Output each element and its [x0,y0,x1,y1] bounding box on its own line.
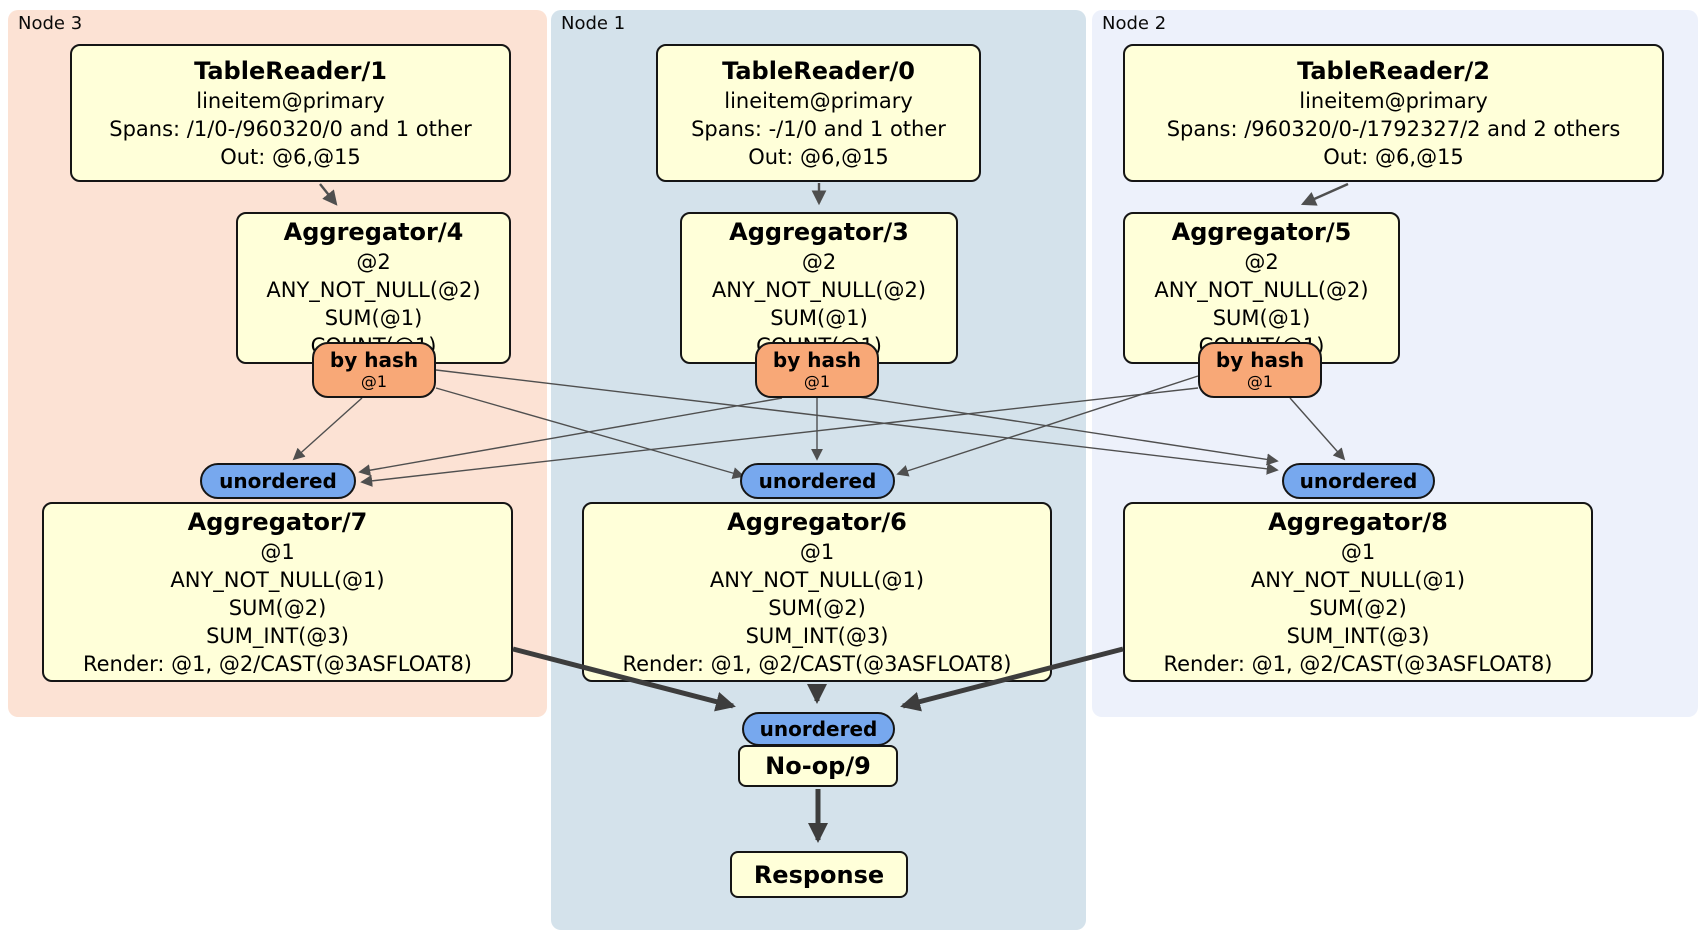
processor-aggregator-6: Aggregator/6 @1 ANY_NOT_NULL(@1) SUM(@2)… [582,502,1052,682]
processor-detail: lineitem@primary [1299,88,1488,113]
processor-title: TableReader/1 [194,56,387,85]
processor-detail: lineitem@primary [196,88,385,113]
edge-tr1-to-agg4 [319,183,338,206]
processor-title: TableReader/2 [1297,56,1490,85]
processor-tablereader-1: TableReader/1 lineitem@primary Spans: /1… [70,44,511,182]
edge-byhash3-to-unordered-left [292,397,363,461]
processor-detail: @2 [1244,249,1279,274]
processor-detail: Render: @1, @2/CAST(@3ASFLOAT8) [622,651,1012,676]
processor-title: Aggregator/7 [187,507,368,536]
edge-byhash2-to-unordered-left [360,387,1199,487]
processor-tablereader-0: TableReader/0 lineitem@primary Spans: -/… [656,44,981,182]
edge-byhash2-to-unordered-center [896,375,1199,477]
edge-agg7-to-final-unordered [512,646,736,712]
processor-detail: ANY_NOT_NULL(@1) [709,567,925,592]
router-by-hash-node1: by hash @1 [755,342,879,398]
processor-aggregator-3: Aggregator/3 @2 ANY_NOT_NULL(@2) SUM(@1)… [680,212,958,364]
processor-title: Response [753,860,885,889]
processor-detail: Spans: /960320/0-/1792327/2 and 2 others [1166,116,1621,141]
processor-title: Aggregator/5 [1171,217,1352,246]
processor-detail: Spans: -/1/0 and 1 other [691,116,946,141]
edge-agg8-to-final-unordered [900,646,1124,712]
sync-unordered-right: unordered [1282,463,1435,499]
processor-aggregator-7: Aggregator/7 @1 ANY_NOT_NULL(@1) SUM(@2)… [42,502,513,682]
processor-detail: Out: @6,@15 [220,144,361,169]
sync-label: unordered [758,469,877,493]
edge-byhash3-to-unordered-right [435,369,1279,475]
region-label-node-2: Node 2 [1102,13,1167,34]
processor-tablereader-2: TableReader/2 lineitem@primary Spans: /9… [1123,44,1664,182]
sync-unordered-center: unordered [740,463,895,499]
processor-detail: SUM(@1) [1212,305,1311,330]
sync-unordered-final: unordered [742,712,895,746]
router-key: @1 [360,372,388,391]
processor-noop-9: No-op/9 [738,745,898,787]
processor-detail: Render: @1, @2/CAST(@3ASFLOAT8) [82,651,473,676]
processor-detail: SUM(@2) [228,595,327,620]
processor-detail: SUM(@1) [770,305,868,330]
processor-detail: @2 [356,249,391,274]
processor-detail: SUM(@1) [324,305,423,330]
processor-detail: SUM_INT(@3) [745,623,889,648]
router-label: by hash [772,348,862,372]
router-key: @1 [1246,372,1274,391]
processor-detail: ANY_NOT_NULL(@2) [711,277,927,302]
processor-title: Aggregator/6 [727,507,907,536]
processor-title: TableReader/0 [722,56,915,85]
router-by-hash-node3: by hash @1 [312,342,436,398]
processor-title: Aggregator/3 [729,217,909,246]
processor-response: Response [730,851,908,898]
processor-detail: ANY_NOT_NULL(@1) [170,567,385,592]
sync-unordered-left: unordered [200,463,356,499]
processor-detail: ANY_NOT_NULL(@2) [266,277,481,302]
edge-byhash1-to-unordered-left [358,397,783,477]
region-label-node-3: Node 3 [18,13,83,34]
sync-label: unordered [219,469,337,493]
processor-detail: Out: @6,@15 [1323,144,1464,169]
processor-title: Aggregator/8 [1268,507,1448,536]
processor-detail: ANY_NOT_NULL(@1) [1250,567,1466,592]
region-label-node-1: Node 1 [561,13,626,34]
processor-detail: SUM_INT(@3) [206,623,349,648]
processor-title: No-op/9 [765,752,871,780]
processor-title: Aggregator/4 [283,217,464,246]
processor-detail: Out: @6,@15 [748,144,889,169]
processor-detail: ANY_NOT_NULL(@2) [1154,277,1369,302]
router-key: @1 [803,372,831,391]
sync-label: unordered [759,717,878,741]
processor-detail: SUM(@2) [768,595,866,620]
processor-detail: @1 [1340,539,1376,564]
router-label: by hash [329,348,419,372]
processor-detail: @1 [799,539,835,564]
processor-detail: SUM_INT(@3) [1286,623,1430,648]
processor-aggregator-8: Aggregator/8 @1 ANY_NOT_NULL(@1) SUM(@2)… [1123,502,1593,682]
router-label: by hash [1215,348,1305,372]
processor-detail: lineitem@primary [724,88,913,113]
processor-detail: @1 [260,539,295,564]
processor-detail: SUM(@2) [1309,595,1407,620]
router-by-hash-node2: by hash @1 [1198,342,1322,398]
edge-tr2-to-agg5 [1300,182,1349,206]
edge-byhash2-to-unordered-right [1289,397,1346,461]
processor-detail: Render: @1, @2/CAST(@3ASFLOAT8) [1163,651,1553,676]
edge-byhash1-to-unordered-right [851,395,1279,466]
processor-detail: @2 [801,249,837,274]
sync-label: unordered [1299,469,1418,493]
processor-detail: Spans: /1/0-/960320/0 and 1 other [109,116,472,141]
